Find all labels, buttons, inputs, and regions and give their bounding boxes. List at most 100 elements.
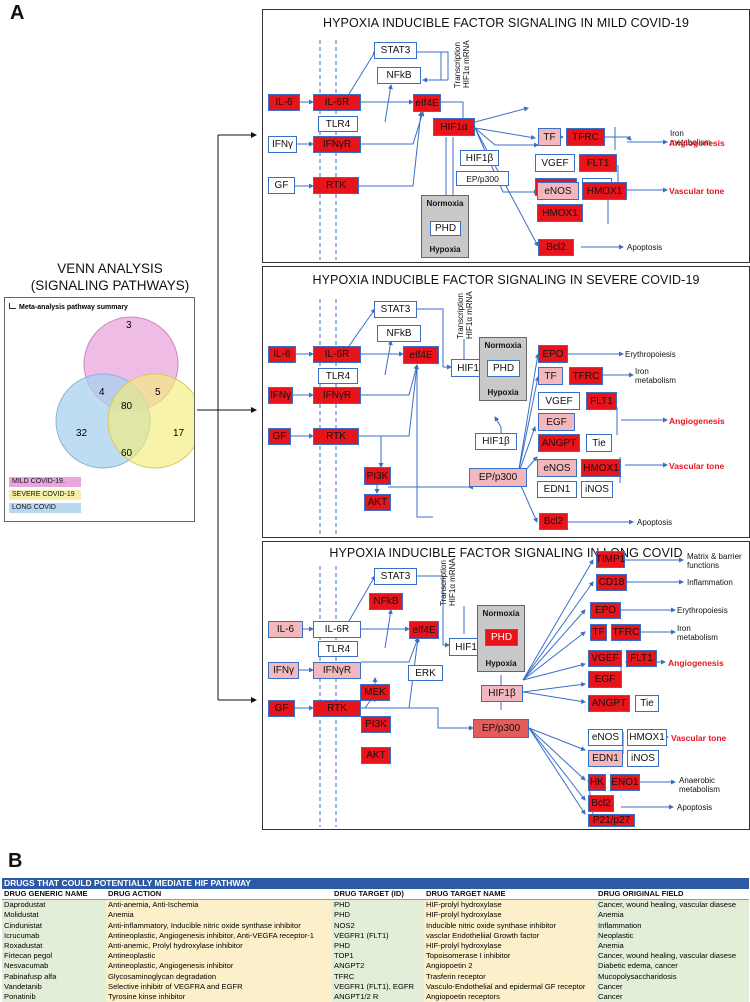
long-hypoxia-label: Hypoxia <box>485 659 517 668</box>
table-cell: Cancer <box>596 992 749 1002</box>
long-node-tfrc: TFRC <box>611 624 641 641</box>
venn-circle-severe <box>107 373 194 469</box>
table-cell: ANGPT2 <box>332 961 424 972</box>
long-node-il6r: IL-6R <box>313 621 361 638</box>
severe-node-ep300: EP/p300 <box>469 468 527 487</box>
venn-diagram <box>55 316 194 469</box>
panel-long: HYPOXIA INDUCIBLE FACTOR SIGNALING IN LO… <box>262 541 750 830</box>
mild-pathway-lines <box>295 40 668 260</box>
table-cell: Anti-anemia, Anti-Ischemia <box>106 899 332 911</box>
table-cell: VEGFR1 (FLT1) <box>332 930 424 942</box>
table-cell: HIF-prolyl hydroxylase <box>424 899 596 911</box>
severe-node-tie: Tie <box>586 434 612 452</box>
venn-count-mild-only: 3 <box>126 320 132 331</box>
venn-card-header: Meta-analysis pathway summary <box>9 303 128 311</box>
drug-table-title: DRUGS THAT COULD POTENTIALLY MEDIATE HIF… <box>2 878 749 889</box>
table-cell: Anemia <box>596 941 749 952</box>
severe-out-iron-2: metabolism <box>635 376 676 385</box>
table-cell: VEGFR1 (FLT1), EGFR <box>332 981 424 993</box>
mild-out-vascular: Vascular tone <box>669 186 725 196</box>
mild-node-hif1a: HIF1α <box>433 118 475 136</box>
long-out-iron-1: Iron <box>677 624 691 633</box>
panel-long-title: HYPOXIA INDUCIBLE FACTOR SIGNALING IN LO… <box>329 546 683 560</box>
table-cell: Trasferin receptor <box>424 971 596 982</box>
mild-node-hif1b: HIF1β <box>460 150 499 166</box>
venn-title: VENN ANALYSIS (SIGNALING PATHWAYS) <box>10 260 210 294</box>
mild-out-apoptosis: Apoptosis <box>627 243 663 252</box>
severe-node-akt: AKT <box>364 494 391 511</box>
table-cell: Icrucumab <box>2 930 106 942</box>
table-cell: Daprodustat <box>2 899 106 911</box>
long-node-bcl2: Bcl2 <box>588 795 614 812</box>
table-cell: Cancer, wound healing, vascular diasese <box>596 951 749 962</box>
long-out-anaerobic-1: Anaerobic <box>679 776 716 785</box>
drug-table-header-row: DRUG GENERIC NAME DRUG ACTION DRUG TARGE… <box>2 889 749 901</box>
long-mrna-text: HIF1α mRNA <box>448 558 457 606</box>
table-cell: Firtecan pegol <box>2 951 106 962</box>
severe-node-gf: GF <box>268 428 291 445</box>
mild-node-enos: eNOS <box>537 182 579 200</box>
mild-node-phd: PHD <box>430 221 461 236</box>
severe-node-nfkb: NFkB <box>377 325 421 342</box>
table-cell: Inducible nitric oxide synthase inhibito… <box>424 920 596 931</box>
long-node-egf: EGF <box>588 671 622 688</box>
panel-mild: HYPOXIA INDUCIBLE FACTOR SIGNALING IN MI… <box>262 9 750 263</box>
venn-title-line2: (SIGNALING PATHWAYS) <box>30 278 190 293</box>
severe-node-edn1: EDN1 <box>537 481 577 498</box>
table-cell: HIF-prolyl hydroxylase <box>424 941 596 952</box>
mild-normoxia-label: Normoxia <box>426 199 464 208</box>
mild-node-ep300: EP/p300 <box>456 171 509 186</box>
severe-node-tlr4: TLR4 <box>318 368 358 384</box>
long-node-flt1: FLT1 <box>626 650 657 667</box>
chart-icon <box>9 303 16 309</box>
table-cell: PHD <box>332 910 424 921</box>
table-cell: Mucopolysaccharidosis <box>596 971 749 982</box>
long-node-gf: GF <box>268 700 295 717</box>
long-node-ifngr: IFNγR <box>313 662 361 679</box>
table-cell: vasclar Endotheliial Growth factor <box>424 930 596 942</box>
long-node-inos: iNOS <box>627 750 659 767</box>
long-node-edn1: EDN1 <box>588 750 623 767</box>
long-node-epo: EPO <box>590 602 621 619</box>
long-transcription-text: Transcription <box>439 560 448 606</box>
long-out-inflammation: Inflammation <box>687 578 733 587</box>
long-node-erk: ERK <box>408 665 443 681</box>
severe-node-hif1b: HIF1β <box>475 433 517 450</box>
drug-table-header-generic: DRUG GENERIC NAME <box>2 889 106 901</box>
severe-node-il6r: IL-6R <box>313 346 361 363</box>
long-node-cd18: CD18 <box>596 574 627 591</box>
mild-node-bcl2: Bcl2 <box>538 239 574 256</box>
table-cell: Antineoplastic <box>106 951 332 962</box>
table-cell: Cancer, wound healing, vascular diasese <box>596 899 749 911</box>
table-cell: Glycosaminoglycan degradation <box>106 971 332 982</box>
drug-table-header-field: DRUG ORIGINAL FIELD <box>596 889 749 901</box>
table-cell: Anti-inflammatory, Inducible nitric oxid… <box>106 920 332 931</box>
panel-b-letter: B <box>8 850 23 872</box>
severe-out-angiogenesis: Angiogenesis <box>669 416 725 426</box>
long-node-angpt: ANGPT <box>588 695 630 712</box>
mild-transcription-text: Transcription <box>453 42 462 88</box>
long-node-il6: IL-6 <box>268 621 303 638</box>
severe-node-ifngr: IFNγR <box>313 387 361 404</box>
table-cell: Vasculo-Endothelial and epidermal GF rec… <box>424 981 596 993</box>
mild-node-tlr4: TLR4 <box>318 116 358 132</box>
venn-count-severe-only: 17 <box>173 428 185 439</box>
severe-out-iron-1: Iron <box>635 367 649 376</box>
mild-node-stat3: STAT3 <box>374 42 417 59</box>
mild-out-iron-2: metabolism <box>670 138 711 147</box>
severe-node-hmox1: HMOX1 <box>581 459 621 477</box>
long-out-vascular: Vascular tone <box>671 733 727 743</box>
